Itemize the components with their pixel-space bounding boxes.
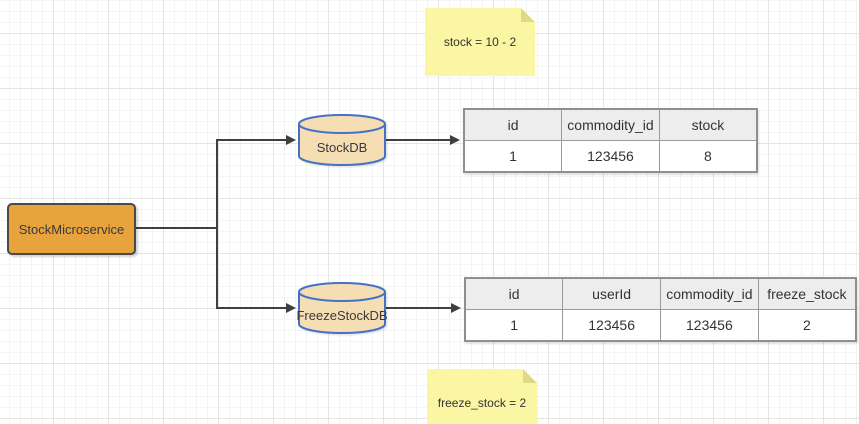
table-cell: 123456 (660, 309, 759, 342)
stock-table[interactable]: id commodity_id stock 1 123456 8 (463, 108, 758, 173)
table-header-row: id userId commodity_id freeze_stock (464, 277, 857, 310)
column-header: stock (658, 108, 758, 141)
freeze-stock-table[interactable]: id userId commodity_id freeze_stock 1 12… (464, 277, 857, 342)
table-cell: 1 (463, 140, 563, 173)
column-header: id (463, 108, 563, 141)
table-header-row: id commodity_id stock (463, 108, 758, 141)
table-cell: 2 (757, 309, 857, 342)
connector-service-to-freezestockdb[interactable] (216, 228, 296, 313)
table-cell: 123456 (561, 140, 660, 173)
table-cell: 1 (464, 309, 564, 342)
database-cylinder-icon (298, 282, 386, 334)
database-shape-stockdb[interactable]: StockDB (298, 114, 386, 166)
connector-service-to-stockdb[interactable] (136, 135, 296, 229)
column-header: commodity_id (660, 277, 759, 310)
note-text: freeze_stock = 2 (437, 396, 527, 410)
sticky-note-stock[interactable]: stock = 10 - 2 (425, 8, 535, 76)
shape-label: StockMicroservice (18, 221, 125, 237)
database-cylinder-icon (298, 114, 386, 166)
note-text: stock = 10 - 2 (443, 35, 517, 49)
folded-corner-icon (523, 369, 537, 383)
column-header: id (464, 277, 564, 310)
shape-label: StockDB (316, 139, 368, 155)
shape-stockmicroservice[interactable]: StockMicroservice (7, 203, 136, 255)
table-cell: 123456 (562, 309, 661, 342)
column-header: freeze_stock (757, 277, 857, 310)
column-header: userId (562, 277, 661, 310)
table-cell: 8 (658, 140, 758, 173)
table-row: 1 123456 8 (463, 140, 758, 173)
shape-label: FreezeStockDB (296, 307, 388, 323)
column-header: commodity_id (561, 108, 660, 141)
database-shape-freezestockdb[interactable]: FreezeStockDB (296, 282, 388, 334)
sticky-note-freeze-stock[interactable]: freeze_stock = 2 (427, 369, 537, 424)
folded-corner-icon (521, 8, 535, 22)
table-row: 1 123456 123456 2 (464, 309, 857, 342)
